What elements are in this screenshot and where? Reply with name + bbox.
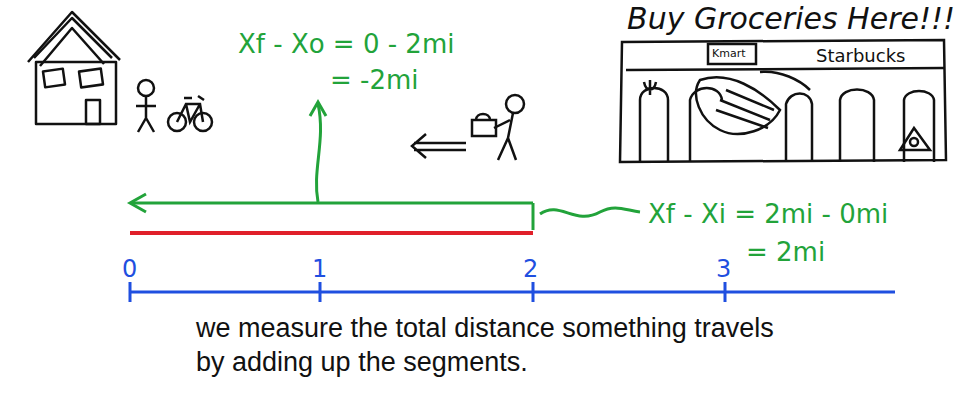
number-line <box>130 282 895 302</box>
equation: = 2mi <box>746 238 825 268</box>
caption: we measure the total distance something … <box>196 312 776 380</box>
bicycle <box>168 96 212 131</box>
direction-arrow <box>412 134 466 158</box>
tick-label: 2 <box>523 256 538 284</box>
shopper-figure <box>472 95 524 160</box>
equation: Xf - Xi = 2mi - 0mi <box>648 200 888 230</box>
store-sign: Buy Groceries Here!!! <box>627 2 955 37</box>
tick-label: 1 <box>312 256 327 284</box>
stick-figure <box>136 80 156 132</box>
equation: Xf - Xo = 0 - 2mi <box>238 30 454 60</box>
store-name: Kmart <box>712 48 746 61</box>
return-arrow <box>130 102 640 230</box>
forward-segment <box>130 231 533 235</box>
store-drawing <box>620 40 946 162</box>
tick-label: 3 <box>716 256 731 284</box>
equation: = -2mi <box>330 66 419 96</box>
tick-label: 0 <box>122 256 137 284</box>
store-name: Starbucks <box>816 46 905 67</box>
house-drawing <box>28 12 120 124</box>
